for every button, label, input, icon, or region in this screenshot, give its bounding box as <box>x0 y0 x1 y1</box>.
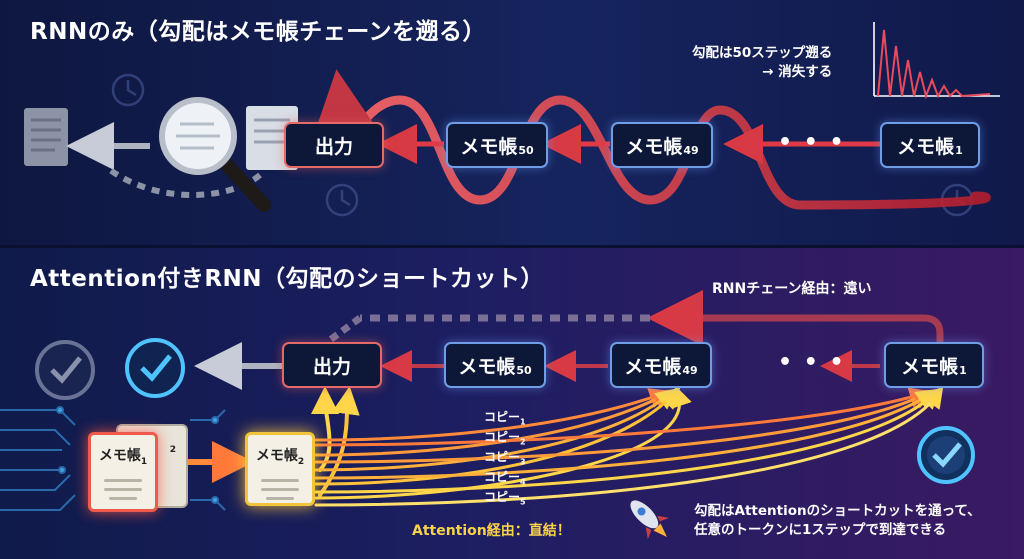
top-ellipsis: • • • <box>778 130 846 155</box>
decay-chart-icon <box>873 22 1000 100</box>
copy-label: コピー2 <box>484 430 526 447</box>
bottom-panel-title: Attention付きRNN（勾配のショートカット） <box>30 266 545 292</box>
panel-divider <box>0 245 1024 248</box>
chip-circuit-icon <box>0 406 226 511</box>
copy-label: コピー1 <box>484 410 526 427</box>
check-badge-icon <box>35 340 95 400</box>
top-panel-title: RNNのみ（勾配はメモ帳チェーンを遡る） <box>30 19 487 45</box>
card-subscript: 1 <box>140 456 148 467</box>
memo-subscript: 1 <box>955 143 963 157</box>
memo-card-2-active: メモ帳2 <box>245 432 315 506</box>
rnn-chain-route <box>647 290 944 346</box>
memo-label: メモ帳 <box>460 135 518 158</box>
check-badge-icon <box>125 338 185 398</box>
check-badge-icon <box>917 426 975 484</box>
summary-line-2: 任意のトークンに1ステップで到達できる <box>694 522 947 538</box>
memo-subscript: 50 <box>518 143 534 157</box>
magnifier-icon <box>159 97 271 212</box>
attention-shortcut-arrows <box>311 385 944 507</box>
note-line-1: 勾配は50ステップ遡る <box>692 45 833 61</box>
copy-label: コピー5 <box>484 490 526 507</box>
bottom-ellipsis: • • • <box>778 350 846 375</box>
vanishing-gradient-note: 勾配は50ステップ遡る → 消失する <box>692 44 832 82</box>
note-line-2: → 消失する <box>762 64 833 80</box>
memo-subscript: 49 <box>683 143 699 157</box>
document-icon <box>24 108 68 166</box>
top-output-node: 出力 <box>284 122 384 168</box>
summary-note: 勾配はAttentionのショートカットを通って、 任意のトークンに1ステップで… <box>694 502 981 540</box>
memo-card-1: メモ帳1 <box>88 432 158 512</box>
memo-subscript: 50 <box>516 363 532 377</box>
clock-icon <box>325 183 359 217</box>
memo-subscript: 49 <box>682 363 698 377</box>
gradient-chain-loops <box>310 69 991 210</box>
memo-label: メモ帳 <box>458 355 516 378</box>
card-subscript: 2 <box>297 456 305 467</box>
rocket-icon <box>630 500 670 540</box>
card-subscript: 2 <box>169 444 176 455</box>
bottom-output-node: 出力 <box>282 342 382 388</box>
card-label: メモ帳 <box>255 448 298 464</box>
card-label: メモ帳 <box>98 448 141 464</box>
memo-label: メモ帳 <box>625 135 683 158</box>
dashed-return-arrow <box>108 167 262 198</box>
clock-icon <box>111 73 145 107</box>
memo-label: メモ帳 <box>897 135 955 158</box>
rnn-chain-dashed-end <box>327 315 363 343</box>
copy-label: コピー4 <box>484 470 526 487</box>
copy-label: コピー3 <box>484 450 526 467</box>
output-label: 出力 <box>312 355 351 378</box>
attention-path-note: Attention経由：直結！ <box>412 523 571 539</box>
rnn-chain-note: RNNチェーン経由：遠い <box>712 281 872 297</box>
output-label: 出力 <box>314 135 353 158</box>
memo-label: メモ帳 <box>624 355 682 378</box>
summary-line-1: 勾配はAttentionのショートカットを通って、 <box>694 503 981 519</box>
memo-subscript: 1 <box>959 363 967 377</box>
memo-label: メモ帳 <box>901 355 959 378</box>
